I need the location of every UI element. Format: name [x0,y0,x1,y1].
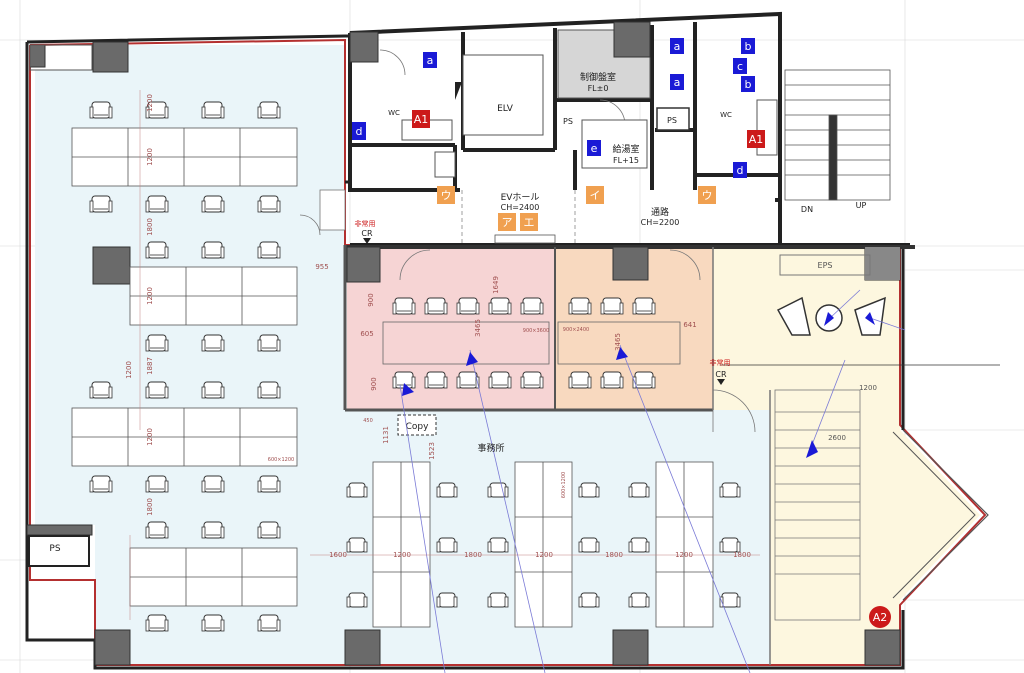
svg-text:955: 955 [315,263,328,271]
wc-right-label: WC [720,111,732,119]
svg-text:イ: イ [590,189,601,202]
control-room-label: 制御盤室 [580,71,616,83]
svg-text:3465: 3465 [474,319,482,337]
office-label: 事務所 [477,442,504,454]
svg-text:a: a [674,76,681,89]
svg-text:A2: A2 [873,611,888,624]
dimensions: 1200 1200 1800 1200 1200 1887 1200 1800 … [125,94,877,559]
cr-right-note: 非常用 [710,358,731,367]
stair-hall-area [713,247,980,665]
svg-text:d: d [737,164,744,177]
svg-text:ウ: ウ [702,189,713,202]
copy-label: Copy [406,422,430,432]
svg-text:ア: ア [502,216,513,229]
svg-text:600×1200: 600×1200 [561,472,567,498]
svg-text:1523: 1523 [428,442,436,460]
door-swings [299,49,756,433]
ps-top-a: PS [563,117,573,126]
svg-text:d: d [356,125,363,138]
svg-text:600×1200: 600×1200 [268,457,294,463]
svg-text:1200: 1200 [859,384,877,392]
svg-text:1200: 1200 [146,428,154,446]
svg-text:1200: 1200 [146,148,154,166]
svg-text:900×2400: 900×2400 [563,327,589,333]
ps-top-b: PS [667,116,677,125]
svg-text:1200: 1200 [146,287,154,305]
svg-text:1200: 1200 [125,361,133,379]
svg-text:641: 641 [683,321,696,329]
svg-text:ウ: ウ [441,189,452,202]
eps-label: EPS [818,261,833,270]
cr-left-note: 非常用 [355,219,376,228]
orange-markers: ウ イ ウ ア エ [437,186,716,231]
dn-label: DN [801,205,813,214]
svg-text:a: a [427,54,434,67]
control-room-fl: FL±0 [588,84,609,93]
meeting-table-1 [382,321,550,365]
svg-text:1800: 1800 [146,498,154,516]
desk-clusters-left [71,127,298,607]
wc-left-label: WC [388,109,400,117]
svg-text:b: b [745,78,752,91]
top-stair [784,69,891,201]
svg-text:605: 605 [360,330,373,338]
svg-text:3465: 3465 [614,333,622,351]
sight-lines [399,289,906,673]
svg-text:b: b [745,40,752,53]
svg-text:A1: A1 [414,113,429,126]
up-label: UP [856,201,867,210]
svg-text:1887: 1887 [146,357,154,375]
svg-text:900×3600: 900×3600 [523,328,549,334]
main-stair [774,389,861,621]
blue-markers: a a a b c b d d e [352,38,755,178]
kyutoshitsu-fl: FL+15 [613,156,639,165]
cr-left: CR [361,229,373,238]
ev-hall-label: EVホール [501,192,540,203]
ev-hall-ch: CH=2400 [501,203,540,212]
red-markers: A1 A1 A2 [412,110,891,628]
svg-text:e: e [591,142,598,155]
kyutoshitsu-label: 給湯室 [612,143,639,155]
svg-text:900: 900 [370,377,378,390]
direction-arrows [402,312,875,458]
svg-text:1649: 1649 [492,276,500,294]
svg-text:1200: 1200 [146,94,154,112]
cr-right: CR [715,370,727,379]
svg-text:A1: A1 [749,133,764,146]
svg-text:2600: 2600 [828,434,846,442]
svg-text:1800: 1800 [146,218,154,236]
corridor-label: 通路 [651,206,669,218]
corridor-ch: CH=2200 [641,218,680,227]
svg-text:a: a [674,40,681,53]
desk-clusters-bottom [372,461,714,628]
svg-text:900: 900 [367,293,375,306]
ps-left-label: PS [49,544,60,554]
elv-label: ELV [497,104,514,114]
svg-text:c: c [737,60,743,73]
svg-text:450: 450 [363,418,373,424]
svg-text:1131: 1131 [382,426,390,444]
svg-text:エ: エ [524,216,535,229]
